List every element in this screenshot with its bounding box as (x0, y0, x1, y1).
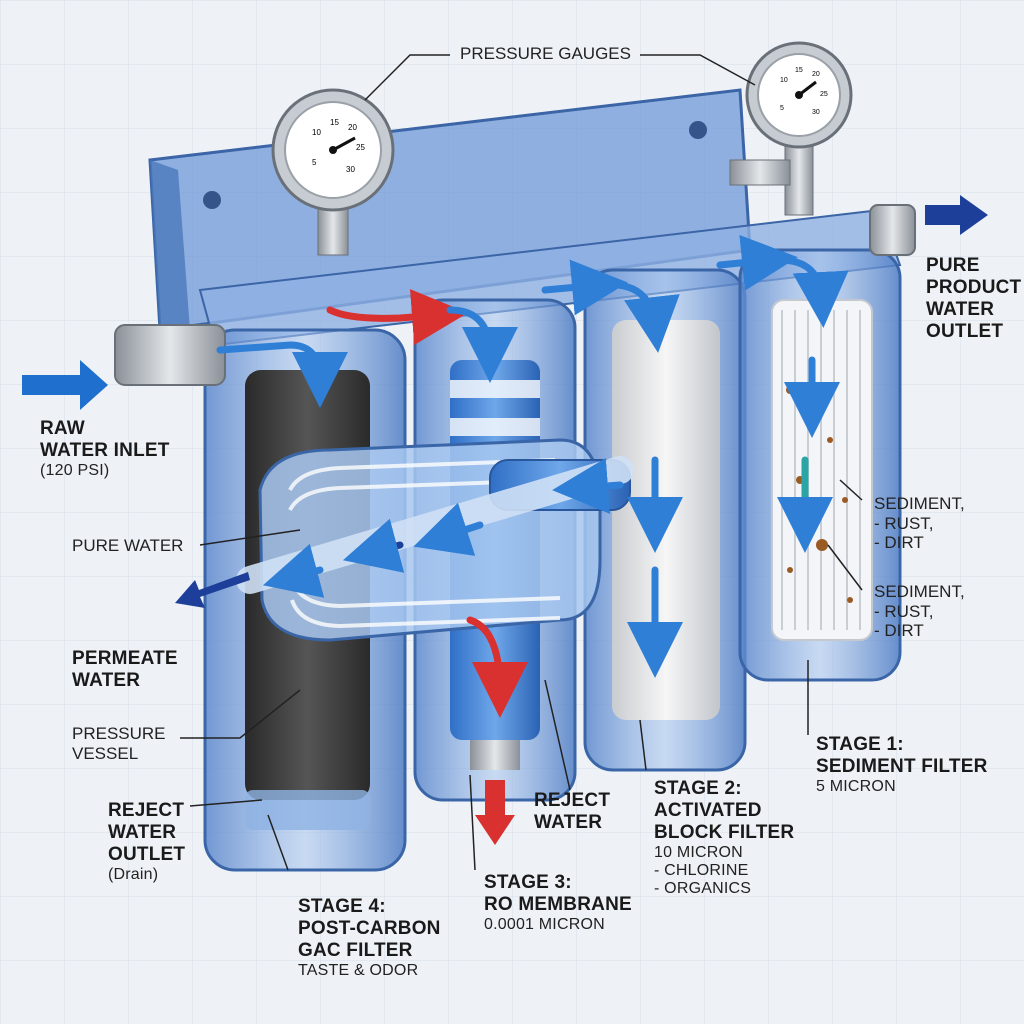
gauge-right-tick: 5 (780, 105, 784, 112)
label-stage2: STAGE 2: ACTIVATED BLOCK FILTER 10 MICRO… (654, 778, 794, 899)
label-sediment-b-line1: SEDIMENT, (874, 582, 965, 601)
label-stage2-sub3: - ORGANICS (654, 880, 752, 898)
label-stage2-sub1: 10 MICRON (654, 843, 743, 861)
stage2-block-cartridge (612, 320, 720, 720)
label-raw-sub: (120 PSI) (40, 461, 110, 479)
gauge-left-tick: 5 (312, 158, 317, 167)
label-stage1-line2: SEDIMENT FILTER (816, 755, 988, 777)
label-stage3-sub: 0.0001 MICRON (484, 915, 605, 933)
label-pure-line2: PRODUCT (926, 276, 1022, 298)
label-permeate-water: PERMEATE WATER (72, 648, 178, 692)
label-reject-outlet-sub: (Drain) (108, 865, 159, 883)
label-stage4-sub: TASTE & ODOR (298, 961, 419, 979)
gauge-left: 5 10 15 20 25 30 (271, 88, 395, 256)
flow-arrows (216, 234, 849, 718)
label-sediment-a-line3: - DIRT (874, 533, 924, 553)
label-sediment-a-line2: - RUST, (874, 513, 934, 533)
label-pure-product-outlet: PURE PRODUCT WATER OUTLET (926, 255, 1021, 342)
gauge-right-tick: 15 (795, 67, 803, 74)
label-raw-line1: RAW (40, 418, 85, 439)
label-stage2-line3: BLOCK FILTER (654, 821, 795, 843)
label-stage1-line1: STAGE 1: (816, 734, 904, 755)
label-stage1: STAGE 1: SEDIMENT FILTER 5 MICRON (816, 734, 988, 796)
label-reject-outlet-line1: REJECT (108, 800, 185, 821)
label-reject-outlet-line2: WATER (108, 821, 177, 843)
label-stage4-line2: POST-CARBON (298, 917, 441, 939)
outlet-fitting (869, 204, 916, 256)
leader-lines (180, 54, 863, 871)
gauge-right-tick: 25 (820, 91, 828, 98)
label-sediment-b-line2: - RUST, (874, 601, 934, 621)
label-stage4-line3: GAC FILTER (298, 939, 413, 961)
label-sediment-a-line1: SEDIMENT, (874, 494, 965, 513)
label-stage3-line1: STAGE 3: (484, 872, 572, 893)
label-pure-line4: OUTLET (926, 320, 1004, 342)
inlet-arrow-icon (22, 360, 108, 410)
gauge-left-tick: 20 (348, 123, 357, 132)
label-vessel-line1: PRESSURE (72, 724, 166, 743)
label-stage2-sub2: - CHLORINE (654, 861, 749, 879)
permeate-arrow-icon (175, 572, 250, 608)
label-reject-water: REJECT WATER (534, 790, 610, 834)
gauge-right-tick: 30 (812, 109, 820, 116)
label-raw-water-inlet: RAW WATER INLET (120 PSI) (40, 418, 170, 480)
stage2-housing (583, 268, 747, 772)
label-permeate-line2: WATER (72, 669, 141, 691)
label-stage4: STAGE 4: POST-CARBON GAC FILTER TASTE & … (298, 896, 441, 980)
label-permeate-line1: PERMEATE (72, 648, 178, 669)
label-sediment-b-line3: - DIRT (874, 621, 924, 641)
label-stage4-line1: STAGE 4: (298, 896, 386, 917)
gauge-right-tick: 20 (812, 71, 820, 78)
gauge-right-tick: 10 (780, 77, 788, 84)
gauge-left-tick: 30 (346, 165, 355, 174)
label-stage1-sub: 5 MICRON (816, 777, 896, 795)
external-arrows (22, 195, 988, 845)
inlet-fitting (114, 324, 226, 386)
label-stage3: STAGE 3: RO MEMBRANE 0.0001 MICRON (484, 872, 632, 934)
label-stage2-line1: STAGE 2: (654, 778, 742, 799)
label-pure-line3: WATER (926, 298, 995, 320)
label-raw-line2: WATER INLET (40, 439, 170, 461)
label-stage3-line2: RO MEMBRANE (484, 893, 632, 915)
gauge-right: 5 10 15 20 25 30 (729, 41, 853, 216)
label-reject-outlet-line3: OUTLET (108, 843, 186, 865)
label-pressure-gauges: PRESSURE GAUGES (460, 44, 631, 63)
label-reject-line1: REJECT (534, 790, 611, 811)
outlet-arrow-icon (925, 195, 988, 235)
label-vessel-line2: VESSEL (72, 743, 139, 763)
label-sediment-b: SEDIMENT, - RUST, - DIRT (874, 582, 965, 641)
label-pure-water: PURE WATER (72, 536, 184, 555)
label-pure-line1: PURE (926, 255, 980, 276)
gauge-left-tick: 25 (356, 143, 365, 152)
reject-arrow-icon (475, 780, 515, 845)
label-pressure-vessel: PRESSURE VESSEL (72, 724, 166, 763)
label-stage2-line2: ACTIVATED (654, 799, 762, 821)
label-reject-line2: WATER (534, 811, 603, 833)
gauge-left-tick: 15 (330, 118, 339, 127)
label-sediment-a: SEDIMENT, - RUST, - DIRT (874, 494, 965, 553)
label-reject-water-outlet: REJECT WATER OUTLET (Drain) (108, 800, 185, 884)
gauge-left-tick: 10 (312, 128, 321, 137)
